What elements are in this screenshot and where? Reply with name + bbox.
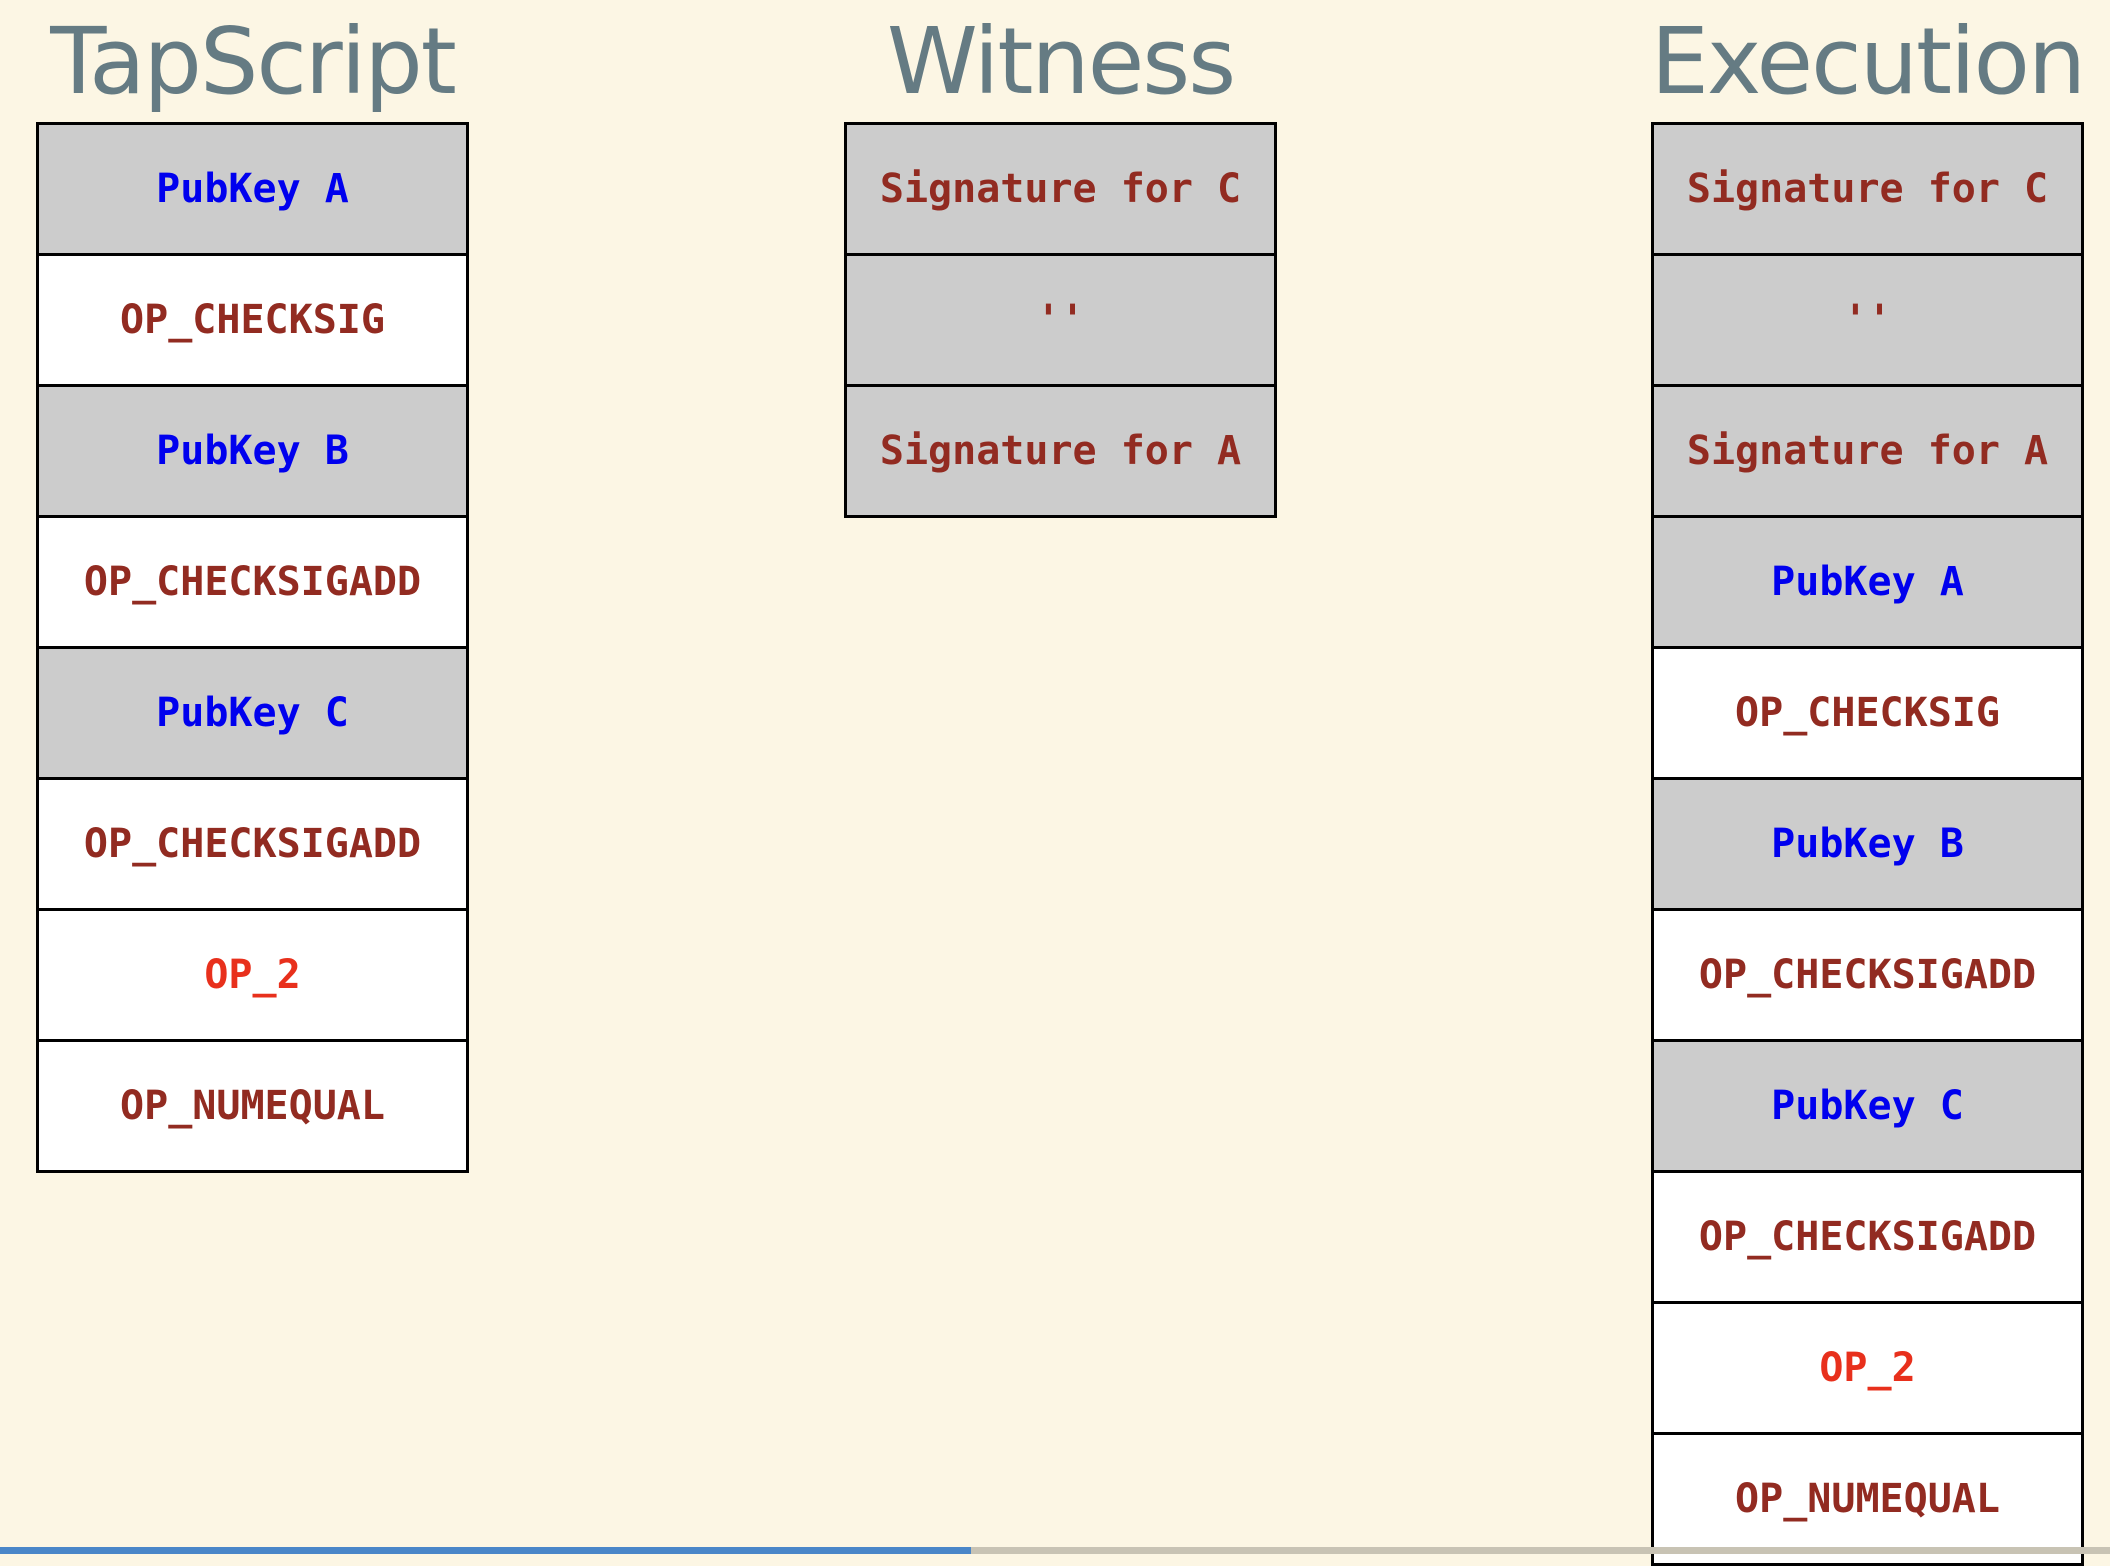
tapscript-stack-item: OP_2 <box>39 911 466 1042</box>
tapscript-stack-item: OP_NUMEQUAL <box>39 1042 466 1173</box>
execution-stack-item: OP_CHECKSIGADD <box>1654 1173 2081 1304</box>
execution-stack-item: PubKey A <box>1654 518 2081 649</box>
execution-title: Execution <box>1650 7 2086 115</box>
witness-stack-item: '' <box>847 256 1274 387</box>
execution-stack-item: '' <box>1654 256 2081 387</box>
witness-column: Witness Signature for C''Signature for A <box>844 0 1277 518</box>
execution-stack-item: OP_NUMEQUAL <box>1654 1435 2081 1566</box>
tapscript-stack-item: OP_CHECKSIG <box>39 256 466 387</box>
slide-progress-bar <box>0 1547 2110 1554</box>
execution-stack-item: OP_CHECKSIGADD <box>1654 911 2081 1042</box>
execution-stack-item: Signature for C <box>1654 125 2081 256</box>
witness-stack-item: Signature for A <box>847 387 1274 518</box>
slide-progress-fill <box>0 1547 971 1554</box>
witness-stack: Signature for C''Signature for A <box>844 122 1277 518</box>
execution-stack-item: PubKey C <box>1654 1042 2081 1173</box>
witness-title: Witness <box>886 7 1236 115</box>
witness-stack-item: Signature for C <box>847 125 1274 256</box>
tapscript-stack-item: OP_CHECKSIGADD <box>39 780 466 911</box>
tapscript-stack-item: PubKey B <box>39 387 466 518</box>
execution-stack-item: OP_2 <box>1654 1304 2081 1435</box>
tapscript-stack-item: PubKey C <box>39 649 466 780</box>
tapscript-stack-item: OP_CHECKSIGADD <box>39 518 466 649</box>
execution-stack-item: Signature for A <box>1654 387 2081 518</box>
tapscript-stack-item: PubKey A <box>39 125 466 256</box>
execution-column: Execution Signature for C''Signature for… <box>1650 0 2086 1566</box>
execution-stack-item: PubKey B <box>1654 780 2081 911</box>
execution-stack-item: OP_CHECKSIG <box>1654 649 2081 780</box>
tapscript-title: TapScript <box>50 7 457 115</box>
